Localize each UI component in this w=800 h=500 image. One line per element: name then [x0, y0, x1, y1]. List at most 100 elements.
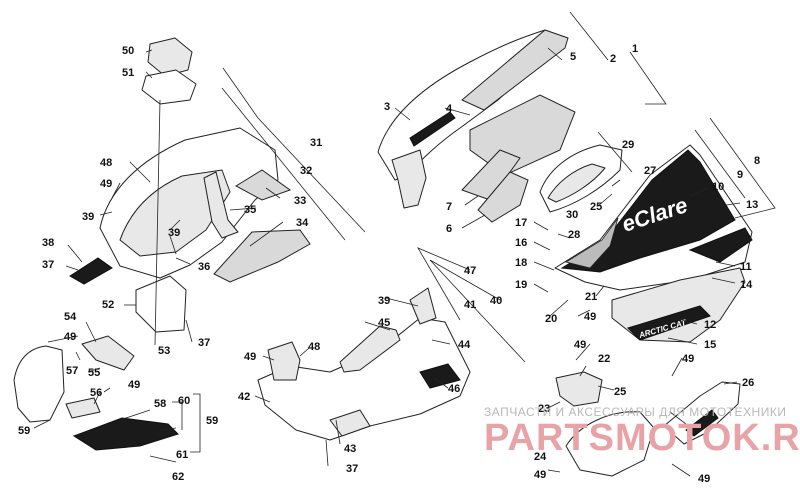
callout-35: 35	[244, 204, 256, 216]
callout-48-console: 48	[100, 157, 112, 169]
callout-29: 29	[622, 139, 634, 151]
callout-23: 23	[538, 403, 550, 415]
callout-21: 21	[585, 291, 597, 303]
callout-1: 1	[632, 43, 638, 55]
lower-decal[interactable]	[627, 305, 711, 341]
console-inner	[119, 169, 231, 257]
callout-44: 44	[458, 339, 471, 351]
lower-left-parts	[13, 335, 179, 451]
callout-12: 12	[704, 319, 716, 331]
callout-43: 43	[344, 443, 356, 455]
callout-49-side: 49	[584, 311, 596, 323]
callout-19: 19	[515, 279, 527, 291]
callout-48-belly: 48	[308, 341, 320, 353]
callout-60: 60	[178, 395, 190, 407]
callout-49-belly: 49	[244, 351, 256, 363]
callout-3: 3	[384, 101, 390, 113]
callout-49-right: 49	[682, 353, 694, 365]
callout-22: 22	[598, 353, 610, 365]
belly-pan-guard-39[interactable]	[339, 325, 401, 373]
callout-36: 36	[198, 261, 210, 273]
console-bracket-35[interactable]	[203, 171, 239, 239]
callout-labels: 1 2 3 4 5 6 7 8 9 10 11 12 13 14 15 16 1…	[18, 43, 760, 485]
hood-foam-panel-6[interactable]	[477, 171, 529, 223]
callout-61: 61	[176, 449, 188, 461]
callout-37-mid: 37	[198, 337, 210, 349]
callout-39-belly: 39	[378, 295, 390, 307]
hood-foam-panel-7[interactable]	[461, 149, 521, 201]
bracket-23[interactable]	[555, 371, 603, 407]
callout-32: 32	[300, 165, 312, 177]
callout-59-left: 59	[18, 425, 30, 437]
callout-33: 33	[294, 195, 306, 207]
callout-11: 11	[740, 261, 752, 273]
callout-28: 28	[568, 229, 580, 241]
callout-10: 10	[712, 181, 724, 193]
console-assembly	[69, 37, 311, 333]
hood-assembly	[377, 29, 576, 223]
callout-59-right: 59	[206, 415, 218, 427]
side-panel-assembly: eClare ARCTIC CAT	[554, 144, 753, 343]
console-lower-frame-52[interactable]	[135, 275, 187, 333]
callout-30: 30	[566, 209, 578, 221]
belly-pan-assembly	[257, 287, 471, 441]
left-panel-57[interactable]	[13, 345, 65, 423]
callout-49-lower: 49	[574, 339, 586, 351]
callout-54: 54	[64, 311, 77, 323]
callout-16: 16	[515, 237, 527, 249]
callout-26: 26	[742, 377, 754, 389]
gauge-bezel-50[interactable]	[147, 37, 193, 77]
callout-39-mid: 39	[168, 227, 180, 239]
belly-pan[interactable]	[257, 317, 471, 441]
callout-20: 20	[545, 313, 557, 325]
callout-17: 17	[515, 217, 527, 229]
console-side-38[interactable]	[69, 257, 113, 285]
callout-58: 58	[154, 398, 166, 410]
belly-pan-bracket-48[interactable]	[267, 341, 301, 381]
console-foam-33[interactable]	[234, 169, 292, 201]
callout-62: 62	[172, 471, 184, 483]
panel-26[interactable]	[663, 381, 741, 445]
belly-pan-edge-40[interactable]	[409, 287, 437, 325]
hood-foam-strip-5[interactable]	[461, 29, 569, 111]
hood-side-piece[interactable]	[391, 149, 427, 209]
callout-49-left: 49	[64, 331, 76, 343]
callout-50: 50	[122, 45, 134, 57]
leader-lines	[33, 11, 776, 477]
lower-right-parts	[555, 371, 741, 477]
callout-55: 55	[88, 367, 100, 379]
callout-49-bracket: 49	[128, 379, 140, 391]
hood-vent-strip	[409, 111, 456, 147]
panel-25-insert	[685, 409, 719, 437]
callout-40: 40	[490, 295, 502, 307]
callout-42: 42	[238, 391, 250, 403]
console-foam-34[interactable]	[213, 229, 311, 283]
callout-4: 4	[446, 103, 453, 115]
right-fin-panel-11[interactable]	[688, 227, 753, 263]
callout-57: 57	[66, 365, 78, 377]
plate-56[interactable]	[65, 397, 101, 419]
housing-24[interactable]	[565, 411, 655, 477]
callout-41: 41	[464, 299, 476, 311]
callout-9: 9	[737, 169, 743, 181]
callout-49-housing: 49	[534, 469, 546, 481]
callout-49-console: 49	[100, 178, 112, 190]
headlight-bezel	[539, 144, 623, 213]
callout-37-left: 37	[42, 259, 54, 271]
callout-52: 52	[102, 299, 114, 311]
bezel-inner	[547, 163, 606, 203]
callout-25-lower: 25	[614, 386, 626, 398]
callout-49-bottom-right: 49	[698, 473, 710, 485]
callout-18: 18	[515, 257, 527, 269]
callout-37-bottom: 37	[346, 463, 358, 475]
callout-7: 7	[446, 201, 452, 213]
belly-pan-side-46[interactable]	[419, 363, 461, 389]
callout-14: 14	[740, 279, 753, 291]
grille-58[interactable]	[72, 417, 179, 451]
bracket-54[interactable]	[81, 335, 135, 371]
callout-8: 8	[754, 155, 760, 167]
watermark: ЗАПЧАСТИ И АКСЕССУАРЫ ДЛЯ МОТОТЕХНИКИ PA…	[484, 405, 800, 459]
gauge-gasket-51[interactable]	[141, 69, 197, 105]
callout-34: 34	[296, 217, 309, 229]
